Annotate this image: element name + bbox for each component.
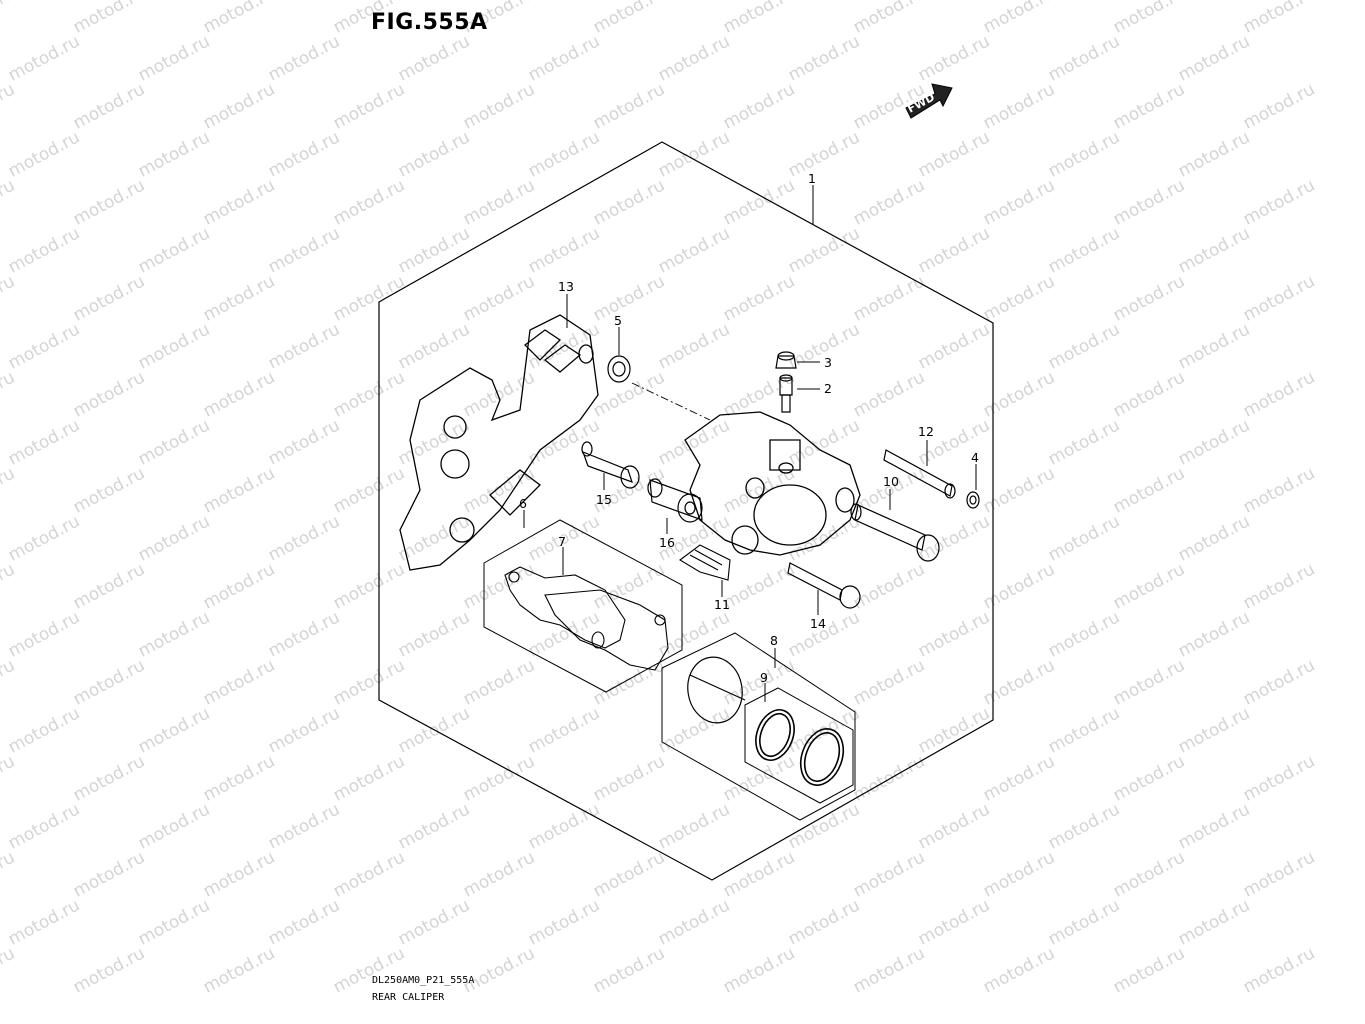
part-label-10: 10 bbox=[883, 474, 899, 489]
brake-pads-7 bbox=[504, 566, 669, 671]
boot-16 bbox=[647, 478, 703, 523]
part-label-7: 7 bbox=[558, 534, 566, 549]
figure-title: FIG.555A bbox=[371, 10, 488, 35]
pin-12 bbox=[883, 449, 956, 499]
part-label-15: 15 bbox=[596, 492, 612, 507]
bleeder-cap-3 bbox=[775, 351, 797, 369]
part-label-16: 16 bbox=[659, 535, 675, 550]
assembly-outline bbox=[378, 141, 994, 881]
part-label-1: 1 bbox=[808, 171, 816, 186]
figure-name: REAR CALIPER bbox=[372, 992, 445, 1003]
part-label-12: 12 bbox=[918, 424, 934, 439]
bleeder-screw-2 bbox=[779, 374, 793, 413]
part-label-3: 3 bbox=[824, 355, 832, 370]
pin-15 bbox=[581, 441, 640, 489]
part-label-9: 9 bbox=[760, 670, 768, 685]
part-label-13: 13 bbox=[558, 279, 574, 294]
assembly-center-line bbox=[631, 382, 711, 421]
figure-code: DL250AM0_P21_555A bbox=[372, 975, 475, 986]
piston-8 bbox=[687, 656, 746, 724]
fwd-arrow-icon: FWD bbox=[905, 83, 953, 119]
part-label-2: 2 bbox=[824, 381, 832, 396]
bolt-14 bbox=[787, 562, 861, 609]
caliper-body bbox=[684, 411, 861, 556]
bolt-10 bbox=[850, 503, 940, 562]
leader-lines bbox=[523, 185, 977, 702]
seal-kit-box bbox=[744, 687, 854, 804]
part-label-14: 14 bbox=[810, 616, 826, 631]
part-label-8: 8 bbox=[770, 633, 778, 648]
boot-5 bbox=[607, 355, 631, 383]
part-labels: 1 2 3 4 5 6 7 8 9 10 11 12 13 14 15 16 bbox=[519, 171, 979, 685]
pad-spring-11 bbox=[679, 544, 731, 581]
piston-kit-box bbox=[661, 632, 856, 821]
part-label-6: 6 bbox=[519, 496, 527, 511]
piston-seals-9 bbox=[755, 709, 845, 786]
part-label-5: 5 bbox=[614, 313, 622, 328]
part-label-4: 4 bbox=[971, 450, 979, 465]
pad-kit-box bbox=[483, 519, 683, 693]
caliper-bracket bbox=[399, 314, 599, 571]
part-label-11: 11 bbox=[714, 597, 730, 612]
cap-4 bbox=[966, 491, 980, 509]
